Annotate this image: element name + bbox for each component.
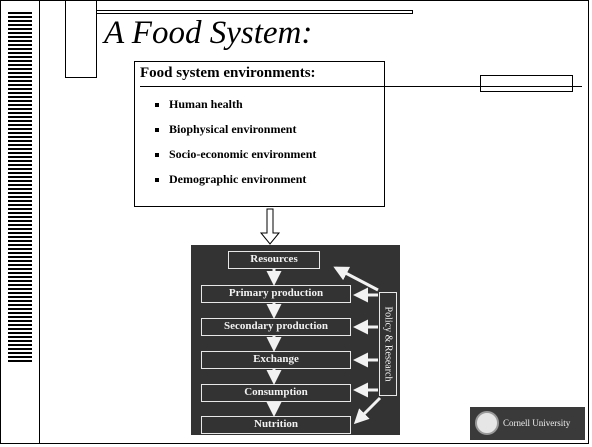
stage-primary-production: Primary production bbox=[201, 285, 351, 303]
list-item: Demographic environment bbox=[155, 171, 316, 196]
stage-secondary-production: Secondary production bbox=[201, 318, 351, 336]
list-item-label: Human health bbox=[169, 97, 243, 111]
environments-box bbox=[134, 61, 385, 207]
decorative-right-box bbox=[480, 75, 573, 92]
slide-title: A Food System: bbox=[104, 15, 313, 51]
cornell-seal-icon bbox=[475, 411, 499, 435]
stage-nutrition: Nutrition bbox=[201, 416, 351, 434]
bullet-icon bbox=[155, 178, 159, 183]
stage-consumption: Consumption bbox=[201, 384, 351, 402]
decorative-stripes bbox=[8, 12, 32, 362]
list-item: Biophysical environment bbox=[155, 121, 316, 146]
policy-research-label: Policy & Research bbox=[382, 306, 394, 382]
heading-underline bbox=[140, 86, 368, 87]
list-item-label: Demographic environment bbox=[169, 172, 307, 186]
stage-resources: Resources bbox=[228, 251, 320, 269]
food-system-diagram bbox=[191, 245, 400, 435]
logo-text: Cornell University bbox=[503, 418, 571, 428]
policy-research-box: Policy & Research bbox=[379, 292, 397, 396]
bullet-icon bbox=[155, 153, 159, 158]
decorative-right-line bbox=[368, 86, 582, 87]
environments-list: Human health Biophysical environment Soc… bbox=[155, 96, 316, 196]
list-item-label: Socio-economic environment bbox=[169, 147, 317, 161]
environments-heading: Food system environments: bbox=[140, 65, 316, 81]
list-item: Human health bbox=[155, 96, 316, 121]
bullet-icon bbox=[155, 128, 159, 133]
down-arrow-icon bbox=[259, 208, 281, 245]
list-item-label: Biophysical environment bbox=[169, 122, 297, 136]
stage-exchange: Exchange bbox=[201, 351, 351, 369]
decorative-box bbox=[65, 0, 97, 78]
decorative-top-bar bbox=[65, 10, 413, 14]
decorative-vertical-line bbox=[39, 0, 40, 444]
list-item: Socio-economic environment bbox=[155, 146, 316, 171]
bullet-icon bbox=[155, 103, 159, 108]
